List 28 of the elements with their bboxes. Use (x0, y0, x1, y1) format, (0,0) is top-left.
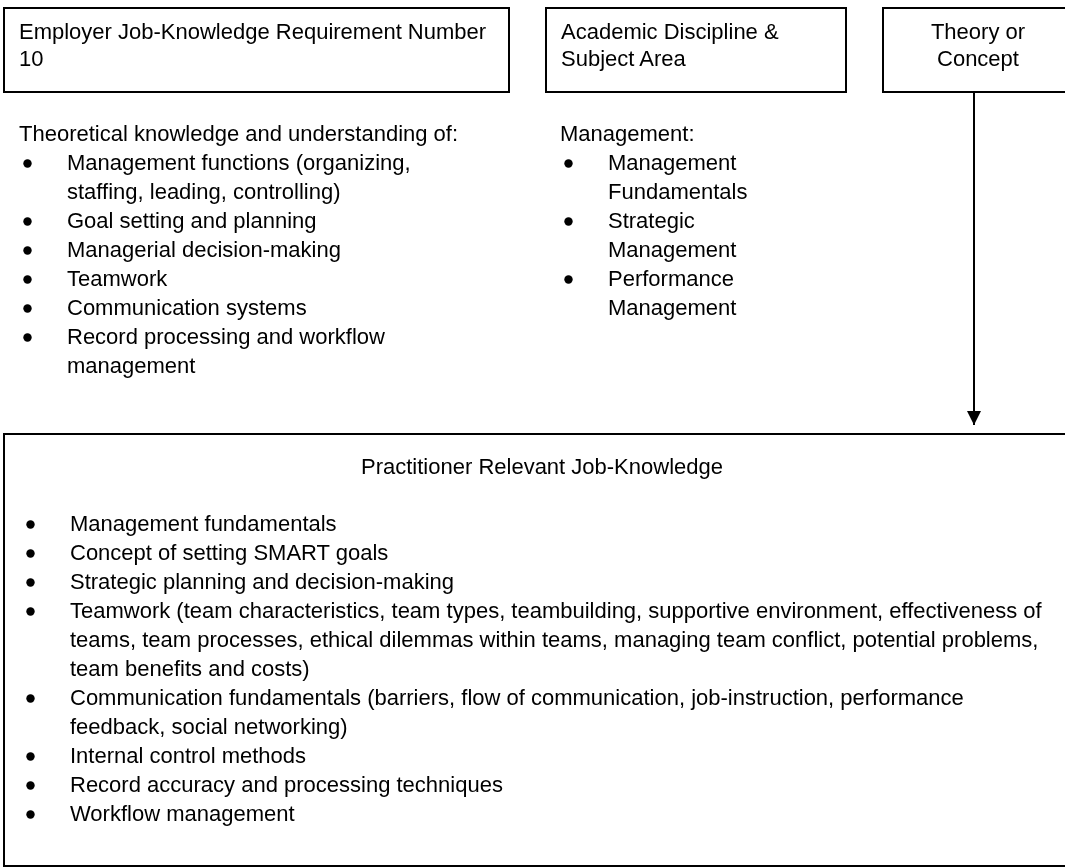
list-item: Management functions (organizing, staffing, leading, controlling) (67, 150, 411, 204)
box-title: Academic Discipline & Subject Area (561, 18, 780, 72)
arrow (967, 92, 981, 426)
list-item: Management fundamentals (70, 511, 337, 536)
list-item: Strategic planning and decision-making (70, 569, 454, 594)
list-item: Goal setting and planning (67, 208, 317, 233)
header-box (3, 7, 510, 93)
list-heading: Theoretical knowledge and understanding of: (19, 120, 460, 148)
list-item: Workflow management (70, 801, 295, 826)
header-box (545, 7, 847, 93)
list-item: Communication fundamentals (barriers, flow of communication, job-instruction, performance feedback, social networking) (70, 685, 964, 739)
list-item: Internal control methods (70, 743, 307, 768)
list-item: Record processing and workflow management (67, 324, 385, 378)
list-item: Strategic Management (608, 208, 737, 262)
list-item: Teamwork (team characteristics, team types, teambuilding, supportive environment, effectiveness of teams, team processes, ethical dilemmas within teams, managing team conflict, potential problems, team benefits and costs) (70, 598, 1042, 681)
list-item: Concept of setting SMART goals (70, 540, 389, 565)
list-heading: Management: (560, 120, 696, 148)
list-item: Management Fundamentals (608, 150, 748, 204)
list-item: Teamwork (67, 266, 168, 291)
list-item: Record accuracy and processing techniques (70, 772, 503, 797)
box-title: Employer Job-Knowledge Requirement Number 10 (19, 18, 488, 72)
box-title: Theory or Concept (929, 18, 1027, 72)
header-box (882, 7, 1065, 93)
content-box (3, 433, 1065, 867)
list-item: Managerial decision-making (67, 237, 341, 262)
box-title: Practitioner Relevant Job-Knowledge (360, 453, 724, 480)
list-item: Communication systems (67, 295, 307, 320)
list-item: Performance Management (608, 266, 737, 320)
